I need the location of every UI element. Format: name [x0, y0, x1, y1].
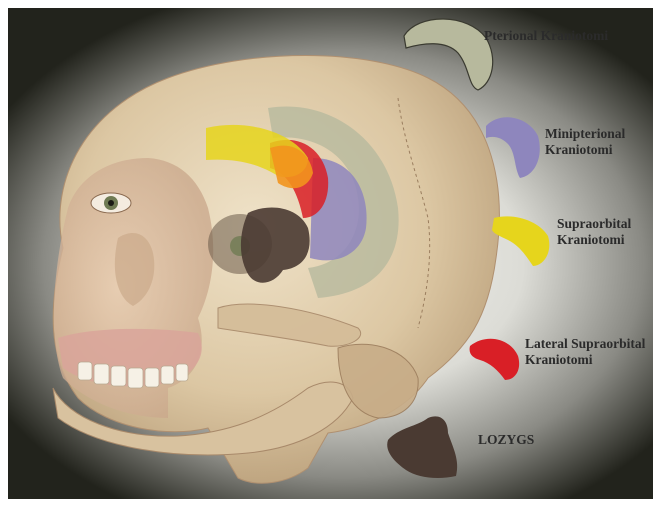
lateral-supraorbital-label: Lateral Supraorbital Kraniotomi — [525, 336, 645, 368]
lateral-supraorbital-legend-shape — [470, 339, 520, 380]
lozygs-legend-shape — [387, 416, 457, 478]
left-pupil — [108, 200, 114, 206]
lozygs-label: LOZYGS — [478, 432, 534, 448]
pterional-label: Pterional Kraniotomi — [484, 28, 608, 44]
supraorbital-legend-shape — [492, 216, 549, 266]
skull-illustration: Pterional Kraniotomi Minipterional Krani… — [8, 8, 653, 499]
skull-drawing — [8, 8, 653, 499]
minipterional-label: Minipterional Kraniotomi — [545, 126, 625, 158]
supraorbital-label: Supraorbital Kraniotomi — [557, 216, 631, 248]
